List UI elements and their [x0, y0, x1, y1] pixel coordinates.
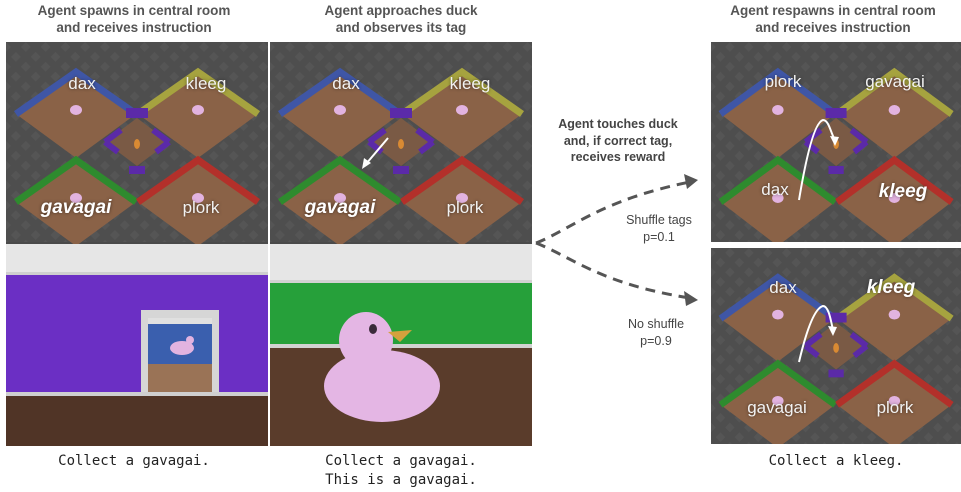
room-label-bottom-right: plork [182, 198, 220, 217]
map-image-2 [270, 42, 532, 244]
header-col3-line2: and receives instruction [755, 20, 911, 35]
room-label-top-left: dax [68, 74, 96, 93]
shuffle-branch-arrow [535, 180, 691, 245]
noshuffle-branch-arrow [535, 241, 691, 300]
room-label-bottom-left: gavagai [40, 197, 112, 218]
room-label-bottom-left: gavagai [747, 398, 807, 417]
room-label-bottom-right: plork [446, 198, 484, 217]
caption-col1-line1: Collect a gavagai. [58, 453, 210, 469]
shuffle-arrowhead [684, 174, 698, 189]
shuffle-text-line1: Shuffle tags [626, 213, 692, 227]
header-col2: Agent approaches duck and observes its t… [270, 2, 532, 36]
noshuffle-text-line2: p=0.9 [640, 333, 672, 348]
touch-text-line1: Agent touches duck [558, 117, 678, 131]
noshuffle-text-line1: No shuffle [627, 317, 685, 331]
room-label-top-right: gavagai [865, 72, 925, 91]
map-image-3 [711, 42, 961, 242]
map-image-4 [711, 248, 961, 444]
room-label-bottom-right: plork [876, 398, 914, 417]
respawn-path-arrow [798, 304, 834, 363]
respawn-path-arrow [798, 118, 836, 201]
room-label-top-left: plork [764, 72, 802, 91]
shuffle-text-line2: p=0.1 [643, 229, 675, 244]
header-col3-line1: Agent respawns in central room [730, 3, 936, 18]
room-label-top-left: dax [769, 278, 797, 297]
room-label-bottom-right: kleeg [878, 181, 928, 202]
caption-col2: Collect a gavagai. This is a gavagai. [270, 452, 532, 490]
header-col1-line2: and receives instruction [56, 20, 212, 35]
header-col2-line2: and observes its tag [335, 20, 467, 35]
caption-col3-line1: Collect a kleeg. [768, 453, 904, 469]
room-label-top-right: kleeg [449, 74, 491, 93]
map-panel-4: dax kleeg gavagai plork [711, 248, 961, 444]
approach-arrow [365, 137, 389, 165]
header-col2-line1: Agent approaches duck [324, 3, 478, 18]
caption-col1: Collect a gavagai. [0, 452, 268, 471]
map-panel-1: dax kleeg gavagai plork [6, 42, 268, 244]
purple-room-view [6, 244, 268, 446]
caption-col2-line2: This is a gavagai. [325, 472, 477, 488]
room-label-bottom-left: gavagai [304, 197, 376, 218]
shuffle-text: Shuffle tags p=0.1 [614, 212, 704, 245]
duck-closeup-view [270, 244, 532, 446]
room-label-bottom-left: dax [761, 180, 789, 199]
touch-duck-text: Agent touches duck and, if correct tag, … [536, 116, 700, 166]
branch-arrows [535, 174, 698, 306]
header-col3: Agent respawns in central room and recei… [705, 2, 961, 36]
touch-text-line3: receives reward [570, 150, 666, 164]
room-label-top-left: dax [332, 74, 360, 93]
caption-col3: Collect a kleeg. [711, 452, 961, 471]
header-col1-line1: Agent spawns in central room [37, 3, 231, 18]
room-label-top-right: kleeg [185, 74, 227, 93]
room-label-top-right: kleeg [866, 277, 916, 298]
first-person-view-2 [270, 244, 532, 446]
map-panel-2: dax kleeg gavagai plork [270, 42, 532, 244]
noshuffle-arrowhead [684, 291, 698, 306]
first-person-view-1 [6, 244, 268, 446]
caption-col2-line1: Collect a gavagai. [325, 453, 477, 469]
noshuffle-text: No shuffle p=0.9 [614, 316, 698, 349]
map-panel-3: plork gavagai dax kleeg [711, 42, 961, 242]
header-col1: Agent spawns in central room and receive… [0, 2, 268, 36]
touch-text-line2: and, if correct tag, [563, 133, 673, 148]
